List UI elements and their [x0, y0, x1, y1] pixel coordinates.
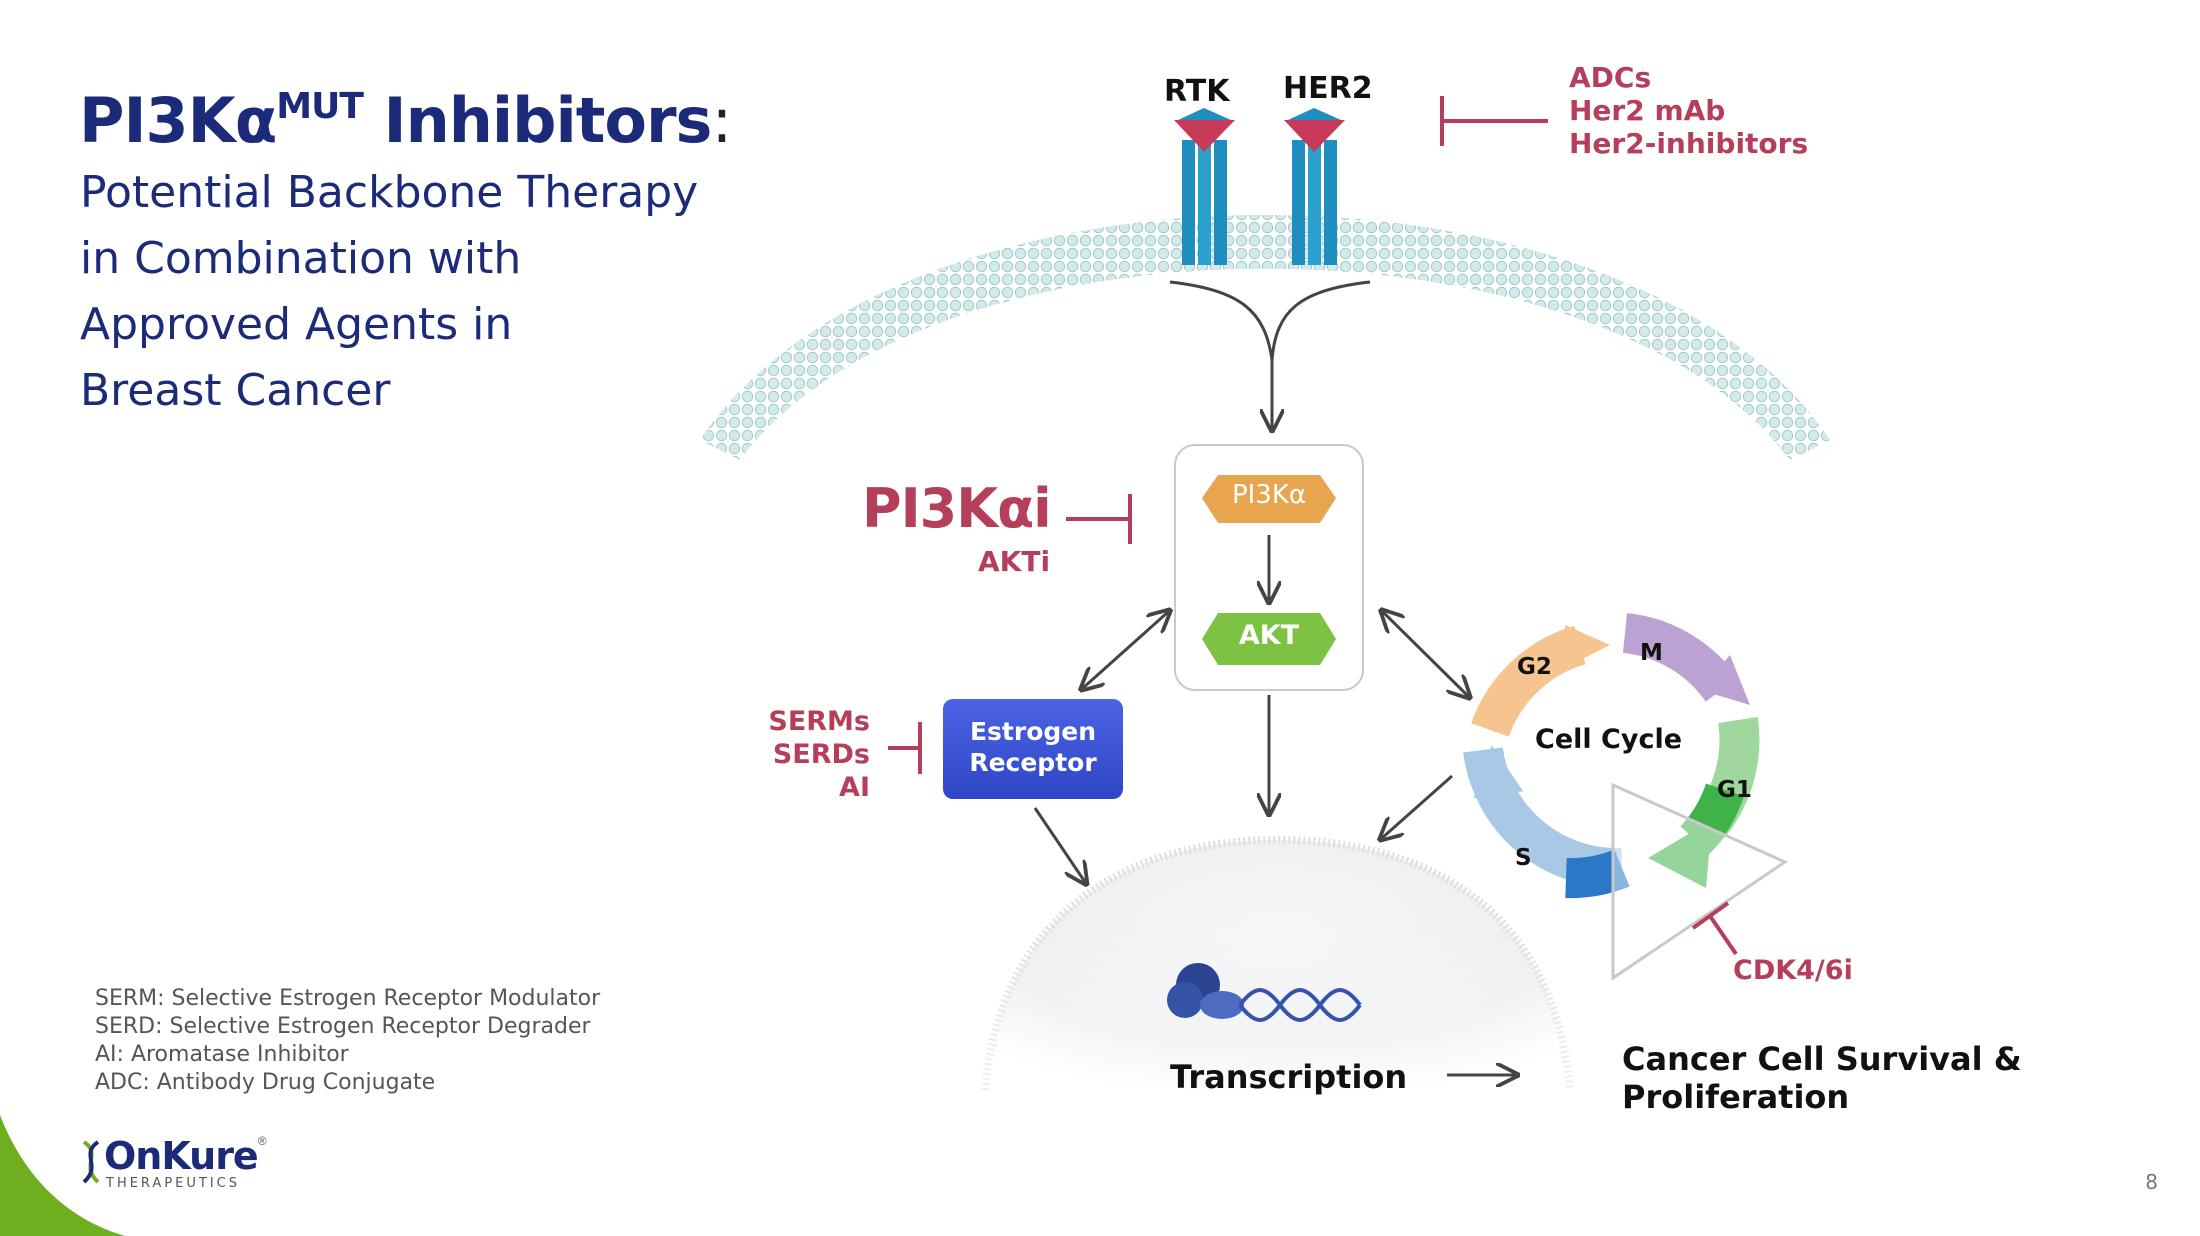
slide-title: PI3KαMUT Inhibitors: — [79, 84, 732, 157]
cdk46-inhibition-mark — [1691, 901, 1738, 956]
phase-s-label: S — [1515, 845, 1532, 871]
her2-inhibitor-item: ADCs — [1569, 61, 1652, 94]
outcome-label: Cancer Cell Survival & Proliferation — [1622, 1040, 2022, 1116]
her2-inhibition-mark — [1440, 96, 1548, 146]
abbreviation-item: AI: Aromatase Inhibitor — [95, 1042, 349, 1067]
subtitle-line: in Combination with — [80, 233, 522, 284]
abbreviation-item: ADC: Antibody Drug Conjugate — [95, 1070, 436, 1095]
phase-m-label: M — [1640, 640, 1663, 666]
er-inhibitor-list: SERMs SERDs AI — [760, 705, 870, 804]
er-inhibitor-item: AI — [839, 772, 870, 803]
pi3k-inhibitor-label: PI3Kαi — [862, 477, 1052, 540]
brand-subtitle: THERAPEUTICS — [106, 1176, 241, 1191]
er-inhibitor-item: SERMs — [768, 706, 870, 737]
her2-signal-line — [1270, 280, 1371, 361]
er-transcription-arrow — [1033, 807, 1085, 882]
transcription-label: Transcription — [1170, 1058, 1408, 1096]
cell-cycle-ring — [1463, 613, 1760, 899]
outcome-line: Proliferation — [1622, 1078, 1850, 1116]
title-colon: : — [711, 84, 732, 157]
title-main: PI3Kα — [79, 84, 277, 157]
abbreviation-item: SERM: Selective Estrogen Receptor Modula… — [95, 986, 601, 1011]
title-rest: Inhibitors — [362, 84, 713, 157]
dna-icon — [1167, 963, 1362, 1022]
pi3k-label: PI3Kα — [1231, 480, 1307, 510]
title-superscript: MUT — [276, 86, 364, 127]
akt-cellcycle-arrow — [1383, 612, 1468, 696]
her2-inhibitor-item: Her2 mAb — [1569, 94, 1726, 127]
cdk46-triangle — [1611, 782, 1789, 981]
subtitle-line: Approved Agents in — [80, 299, 513, 350]
abbreviation-notes: SERM: Selective Estrogen Receptor Modula… — [95, 985, 600, 1097]
cellcycle-transcription-arrow — [1382, 774, 1453, 838]
estrogen-receptor-line: Receptor — [969, 748, 1097, 777]
her2-inhibitor-list: ADCs Her2 mAb Her2-inhibitors — [1569, 61, 1808, 160]
akt-inhibitor-label: AKTi — [978, 545, 1051, 578]
akt-badge — [1202, 613, 1336, 665]
pi3k-badge — [1202, 475, 1336, 523]
cdk46-inhibitor-label: CDK4/6i — [1733, 955, 1853, 986]
page-number: 8 — [2145, 1170, 2158, 1194]
helix-icon — [82, 1140, 100, 1184]
rtk-signal-line — [1169, 280, 1274, 361]
er-inhibition-mark — [888, 722, 922, 774]
estrogen-receptor-box — [943, 699, 1123, 799]
rtk-label: RTK — [1164, 74, 1230, 109]
abbreviation-item: SERD: Selective Estrogen Receptor Degrad… — [95, 1014, 591, 1039]
er-inhibitor-item: SERDs — [772, 739, 870, 770]
cell-membrane — [700, 215, 1830, 460]
estrogen-receptor-label: Estrogen Receptor — [943, 716, 1123, 778]
nucleus — [981, 835, 1574, 1091]
rtk-receptor — [1174, 108, 1235, 265]
registered-mark: ® — [257, 1134, 267, 1148]
cell-cycle-label: Cell Cycle — [1535, 724, 1683, 755]
pi3k-inhibition-mark — [1066, 494, 1132, 544]
her2-receptor — [1284, 108, 1345, 265]
akt-label: AKT — [1238, 620, 1300, 651]
estrogen-receptor-line: Estrogen — [969, 717, 1097, 746]
brand-name: OnKure — [104, 1134, 259, 1178]
her2-inhibitor-item: Her2-inhibitors — [1569, 127, 1809, 160]
phase-g2-label: G2 — [1517, 654, 1552, 680]
corner-decoration — [0, 1115, 125, 1236]
phase-g1-label: G1 — [1717, 777, 1752, 803]
outcome-line: Cancer Cell Survival & — [1622, 1040, 2022, 1078]
subtitle-line: Potential Backbone Therapy — [80, 167, 699, 218]
akt-er-arrow — [1083, 612, 1168, 688]
subtitle-line: Breast Cancer — [80, 365, 391, 416]
slide-subtitle: Potential Backbone Therapy in Combinatio… — [80, 160, 780, 424]
her2-label: HER2 — [1283, 71, 1373, 106]
